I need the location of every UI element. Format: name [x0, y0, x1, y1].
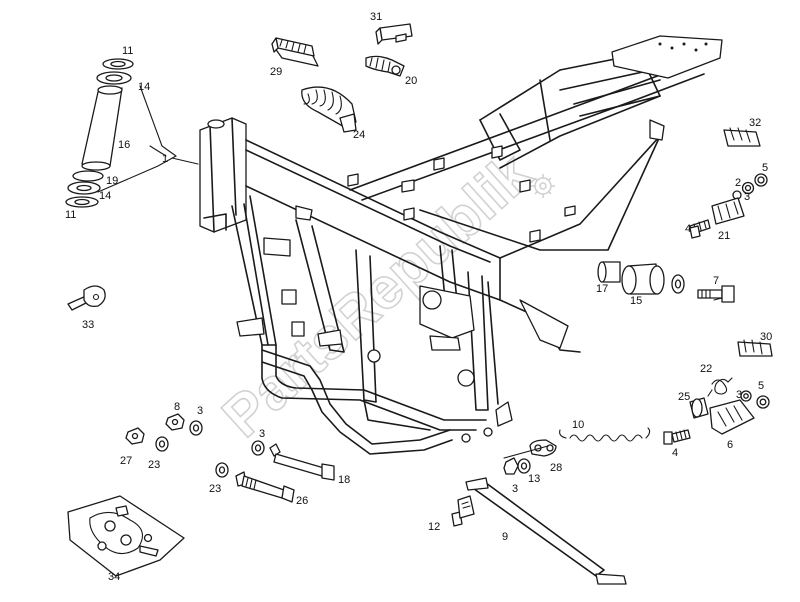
- callout-33: 33: [82, 319, 94, 331]
- callout-26: 26: [296, 495, 308, 507]
- callout-30: 30: [760, 331, 772, 343]
- callout-13: 13: [528, 473, 540, 485]
- nut-27: [125, 427, 145, 445]
- callout-16: 16: [118, 139, 130, 151]
- key-icon: [67, 285, 106, 311]
- plate-28: [529, 439, 557, 457]
- callout-23-center: 23: [209, 483, 221, 495]
- washer-13: [517, 458, 531, 474]
- spring-10: [559, 427, 651, 442]
- spring-22: [707, 377, 733, 397]
- washer-23b: [215, 462, 229, 478]
- watermark-gear-icon: [531, 174, 555, 198]
- nut-3: [503, 457, 519, 475]
- callout-28: 28: [550, 462, 562, 474]
- footpeg-30: [737, 339, 773, 357]
- callout-21: 21: [718, 230, 730, 242]
- callout-29: 29: [270, 66, 282, 78]
- footpeg-24: [301, 86, 357, 133]
- callout-17: 17: [596, 283, 608, 295]
- callout-18: 18: [338, 474, 350, 486]
- callout-4-lower: 4: [672, 447, 678, 459]
- washer-23a: [155, 436, 169, 452]
- washer-3d: [251, 440, 265, 456]
- callout-23-left: 23: [148, 459, 160, 471]
- footpeg-20: [365, 55, 405, 77]
- callout-24: 24: [353, 129, 365, 141]
- watermark: PartsRepublik: [209, 139, 544, 450]
- callout-14-bottom: 14: [99, 190, 111, 202]
- washer-3c: [189, 420, 203, 436]
- callout-25: 25: [678, 391, 690, 403]
- bolt-12: [451, 495, 475, 527]
- bolt-26: [235, 471, 295, 503]
- bolt-18: [269, 443, 335, 481]
- sidestand-9: [465, 477, 627, 585]
- callout-15: 15: [630, 295, 642, 307]
- footpeg-21-assembly: [689, 173, 768, 235]
- nut-8: [165, 413, 185, 431]
- fastener-kit-34: [67, 495, 185, 577]
- callout-3-lower-right: 3: [736, 389, 742, 401]
- main-frame: [199, 35, 723, 443]
- footpeg-29: [271, 37, 319, 67]
- peg-block-31: [375, 23, 413, 45]
- callout-31: 31: [370, 11, 382, 23]
- callout-32: 32: [749, 117, 761, 129]
- callout-10: 10: [572, 419, 584, 431]
- callout-3-bottom: 3: [512, 483, 518, 495]
- callout-3-center: 3: [259, 428, 265, 440]
- bolt-4-lower: [663, 429, 691, 445]
- steering-bearing-stack: [65, 58, 177, 208]
- callout-22: 22: [700, 363, 712, 375]
- callout-12: 12: [428, 521, 440, 533]
- callout-5-top: 5: [762, 162, 768, 174]
- callout-27: 27: [120, 455, 132, 467]
- crash-bar: [261, 349, 453, 455]
- washer-15: [671, 274, 685, 294]
- callout-19: 19: [106, 175, 118, 187]
- bushing-15: [621, 263, 665, 295]
- callout-9: 9: [502, 531, 508, 543]
- spacer-17: [597, 261, 621, 283]
- callout-4-top: 4: [685, 223, 691, 235]
- callout-8: 8: [174, 401, 180, 413]
- callout-14-top: 14: [138, 81, 150, 93]
- callout-20: 20: [405, 75, 417, 87]
- callout-3-left: 3: [197, 405, 203, 417]
- bolt-4-upper: [689, 225, 701, 239]
- callout-labels: 31 29 20 24 11 14 16 1 19 14 11 33 32 5 …: [65, 11, 772, 583]
- callout-34: 34: [108, 571, 120, 583]
- callout-7: 7: [713, 275, 719, 287]
- callout-2: 2: [735, 177, 741, 189]
- leader-lines: [171, 157, 723, 459]
- footpeg-32: [723, 127, 761, 147]
- footpeg-6-assembly: [689, 390, 770, 435]
- callout-3-right: 3: [744, 191, 750, 203]
- callout-11-bottom: 11: [65, 209, 76, 221]
- callout-5-lower: 5: [758, 380, 764, 392]
- watermark-text: PartsRepublik: [210, 140, 544, 450]
- callout-1: 1: [162, 153, 168, 165]
- callout-6: 6: [727, 439, 733, 451]
- callout-11-top: 11: [122, 45, 133, 57]
